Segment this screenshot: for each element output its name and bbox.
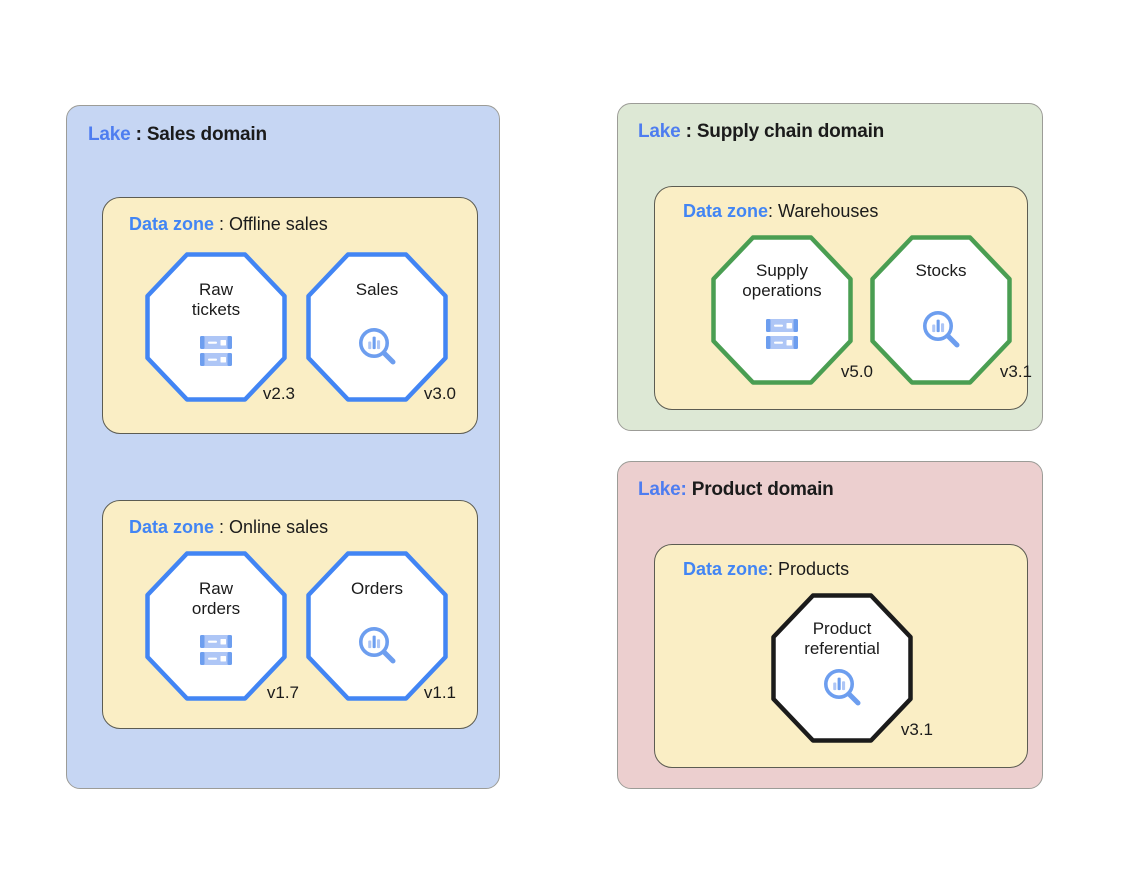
database-icon bbox=[194, 332, 238, 372]
insights-search-icon bbox=[355, 623, 399, 664]
zone-title-products: Data zone: Products bbox=[683, 559, 849, 580]
data-product-stocks[interactable]: Stocks v3.1 bbox=[870, 235, 1032, 385]
lake-keyword: Lake bbox=[88, 124, 131, 145]
data-product-orders[interactable]: Orders v1.1 bbox=[306, 551, 456, 702]
zone-title-warehouses: Data zone: Warehouses bbox=[683, 201, 878, 222]
zone-separator: : bbox=[768, 201, 779, 221]
zone-name: Online sales bbox=[229, 517, 329, 537]
octagon-outline bbox=[145, 252, 287, 402]
lake-panel-supply-chain[interactable]: Lake : Supply chain domain Data zone: Wa… bbox=[617, 103, 1043, 431]
zone-keyword: Data zone bbox=[683, 201, 769, 221]
zone-keyword: Data zone bbox=[129, 517, 215, 537]
lake-title-supply-chain: Lake : Supply chain domain bbox=[638, 121, 884, 143]
data-product-version: v3.1 bbox=[999, 362, 1032, 381]
octagon-outline bbox=[711, 235, 853, 385]
lake-title-product: Lake: Product domain bbox=[638, 479, 834, 501]
lake-name: Product domain bbox=[691, 479, 834, 500]
zone-keyword: Data zone bbox=[129, 214, 215, 234]
insights-search-icon bbox=[355, 324, 399, 365]
database-icon bbox=[760, 315, 804, 355]
zone-keyword: Data zone bbox=[683, 559, 769, 579]
zone-separator: : bbox=[768, 559, 779, 579]
data-zone-offline-sales[interactable]: Data zone : Offline sales Raw tickets bbox=[102, 197, 478, 434]
insights-search-icon bbox=[919, 307, 963, 348]
data-product-sales[interactable]: Sales v3.0 bbox=[306, 252, 456, 403]
data-product-version: v1.7 bbox=[266, 683, 299, 702]
insights-search-icon bbox=[820, 665, 864, 706]
octagon-outline bbox=[145, 551, 287, 701]
lake-keyword: Lake bbox=[638, 121, 681, 142]
lake-name: Sales domain bbox=[146, 124, 267, 145]
zone-name: Products bbox=[778, 559, 850, 579]
octagon-outline bbox=[870, 235, 1012, 385]
zone-separator: : bbox=[214, 517, 230, 537]
data-product-supply-operations[interactable]: Supply operations bbox=[711, 235, 873, 385]
zone-title-offline-sales: Data zone : Offline sales bbox=[129, 214, 328, 235]
octagon-outline bbox=[306, 252, 448, 402]
lake-name: Supply chain domain bbox=[696, 121, 885, 142]
data-product-raw-tickets[interactable]: Raw tickets bbox=[145, 252, 295, 403]
lake-separator: : bbox=[130, 124, 147, 145]
zone-title-online-sales: Data zone : Online sales bbox=[129, 517, 328, 538]
data-product-version: v2.3 bbox=[262, 384, 295, 403]
octagon-outline bbox=[306, 551, 448, 701]
data-product-version: v5.0 bbox=[840, 362, 873, 381]
data-zone-online-sales[interactable]: Data zone : Online sales Raw orders bbox=[102, 500, 478, 729]
data-zone-products[interactable]: Data zone: Products Product referential bbox=[654, 544, 1028, 768]
lake-panel-product[interactable]: Lake: Product domain Data zone: Products… bbox=[617, 461, 1043, 789]
zone-name: Offline sales bbox=[229, 214, 328, 234]
lake-title-sales: Lake : Sales domain bbox=[88, 124, 267, 146]
data-product-raw-orders[interactable]: Raw orders bbox=[145, 551, 299, 702]
data-product-version: v1.1 bbox=[423, 683, 456, 702]
zone-name: Warehouses bbox=[778, 201, 879, 221]
data-zone-warehouses[interactable]: Data zone: Warehouses Supply operations bbox=[654, 186, 1032, 410]
data-product-product-referential[interactable]: Product referential v3.1 bbox=[771, 593, 933, 743]
lake-keyword: Lake: bbox=[638, 479, 687, 500]
octagon-outline bbox=[771, 593, 913, 743]
database-icon bbox=[194, 631, 238, 671]
data-product-version: v3.0 bbox=[423, 384, 456, 403]
lake-separator: : bbox=[680, 121, 697, 142]
lake-panel-sales[interactable]: Lake : Sales domain Data zone : Offline … bbox=[66, 105, 500, 789]
data-product-version: v3.1 bbox=[900, 720, 933, 739]
zone-separator: : bbox=[214, 214, 230, 234]
